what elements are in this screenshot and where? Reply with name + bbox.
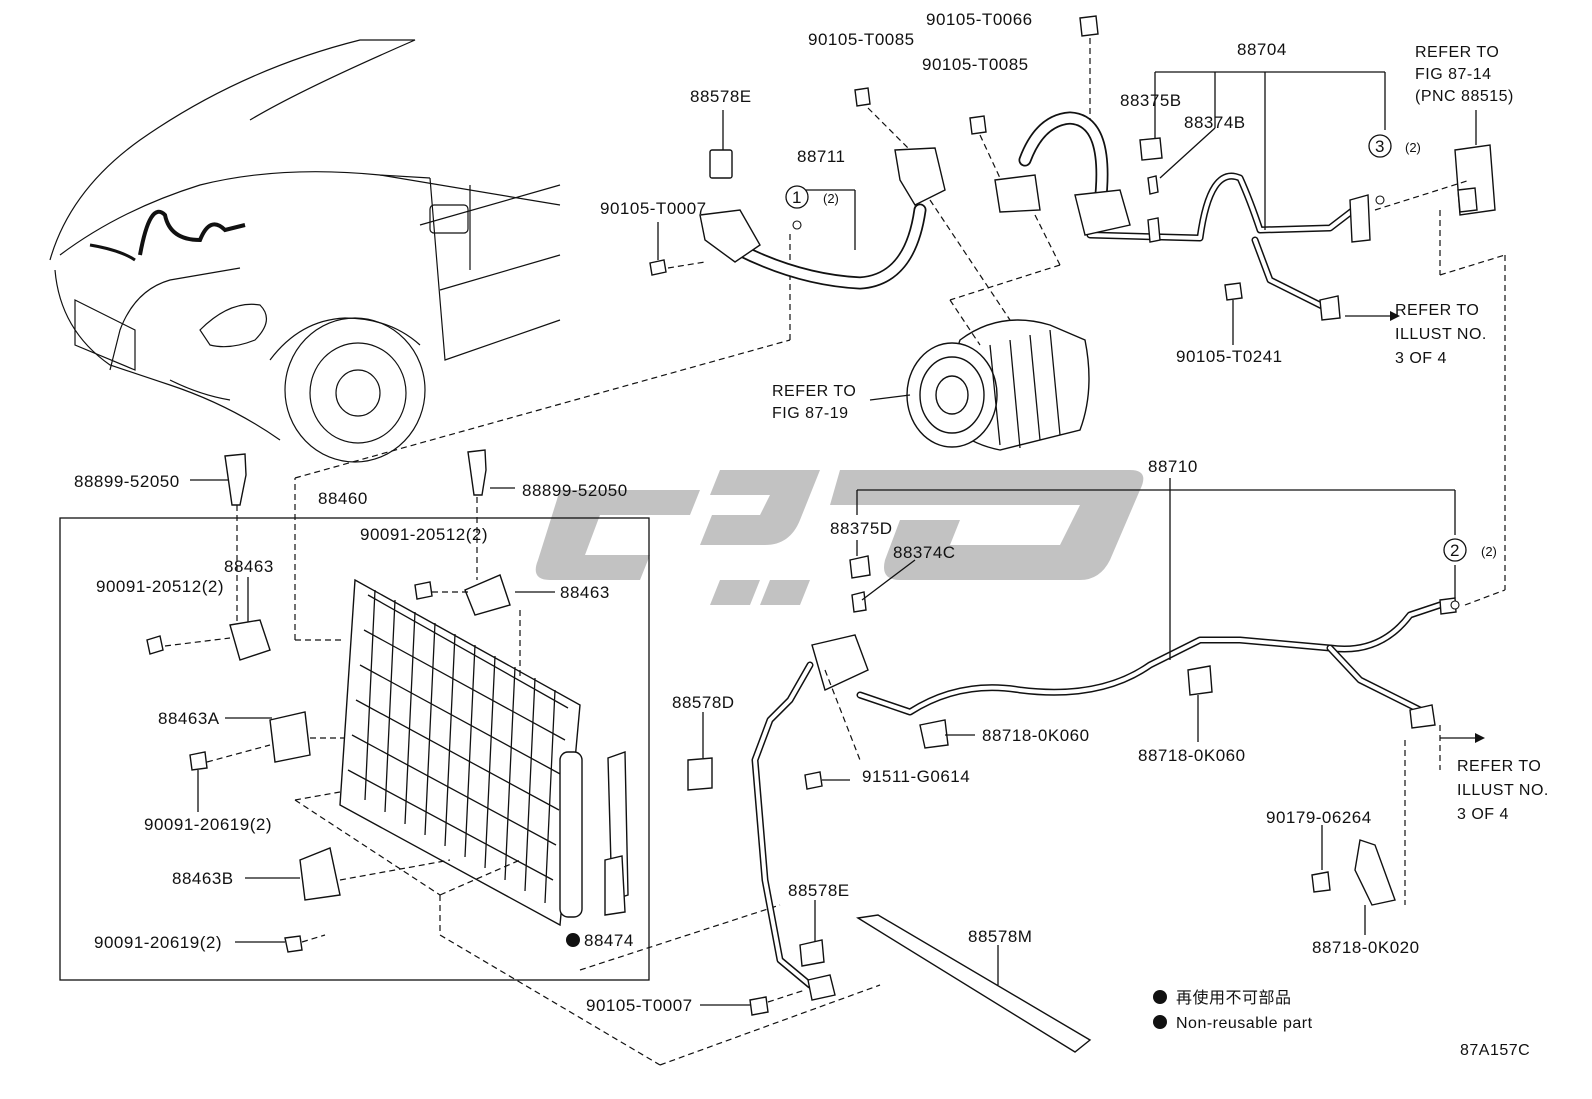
label-90105-T0085-a: 90105-T0085: [808, 30, 915, 49]
leader-lines-bottom: [700, 478, 1485, 1006]
label-88578D: 88578D: [672, 693, 735, 712]
reference-fig-87-19: REFER TO FIG 87-19: [772, 383, 856, 422]
label-88578E-top: 88578E: [690, 87, 752, 106]
label-90105-T0085-b: 90105-T0085: [922, 55, 1029, 74]
part-labels: 90105-T0066 90105-T0085 90105-T0085 8870…: [74, 10, 1420, 1015]
label-90105-T0007-bottom: 90105-T0007: [586, 996, 693, 1015]
svg-text:(2): (2): [823, 191, 839, 206]
label-88463B: 88463B: [172, 869, 234, 888]
svg-text:(2): (2): [1405, 140, 1421, 155]
ac-compressor: [906, 319, 1090, 451]
label-88375B: 88375B: [1120, 91, 1182, 110]
label-88718-0K060-b: 88718-0K060: [1138, 746, 1246, 765]
svg-text:2: 2: [1450, 541, 1460, 560]
liquid-line-88710: [687, 555, 1457, 1053]
label-90105-T0241: 90105-T0241: [1176, 347, 1283, 366]
svg-text:REFER TO: REFER TO: [772, 383, 856, 400]
callout-circle-2: 2 (2): [1443, 538, 1497, 610]
callout-circle-3: 3 (2): [1368, 134, 1421, 205]
leader-lines-top: [657, 38, 1506, 606]
label-88899-52050-a: 88899-52050: [74, 472, 180, 491]
svg-text:FIG 87-14: FIG 87-14: [1415, 66, 1492, 83]
svg-text:ILLUST NO.: ILLUST NO.: [1457, 782, 1549, 799]
label-88710: 88710: [1148, 457, 1198, 476]
label-90091-20512-a: 90091-20512(2): [96, 577, 224, 596]
label-90179-06264: 90179-06264: [1266, 808, 1372, 827]
svg-text:(PNC 88515): (PNC 88515): [1415, 88, 1514, 105]
svg-text:ILLUST NO.: ILLUST NO.: [1395, 326, 1487, 343]
svg-text:1: 1: [792, 188, 802, 207]
watermark-logo: [535, 470, 1144, 605]
svg-text:再使用不可部品: 再使用不可部品: [1176, 989, 1292, 1007]
label-88375D: 88375D: [830, 519, 893, 538]
svg-text:3 OF 4: 3 OF 4: [1395, 350, 1447, 367]
svg-text:REFER TO: REFER TO: [1395, 302, 1479, 319]
legend-dot-en: [1153, 1015, 1167, 1029]
label-88474: 88474: [584, 931, 634, 950]
label-88463-a: 88463: [224, 557, 274, 576]
svg-text:3 OF 4: 3 OF 4: [1457, 806, 1509, 823]
legend: 再使用不可部品 Non-reusable part: [1176, 989, 1313, 1032]
suction-hose-88704: [969, 15, 1496, 321]
label-90105-T0066: 90105-T0066: [926, 10, 1033, 29]
label-88578M: 88578M: [968, 927, 1032, 946]
non-reusable-marker-88474: [566, 933, 580, 947]
label-91511-G0614: 91511-G0614: [862, 767, 970, 786]
label-90091-20619-b: 90091-20619(2): [94, 933, 222, 952]
legend-dot-zh: [1153, 990, 1167, 1004]
label-88718-0K060-a: 88718-0K060: [982, 726, 1090, 745]
svg-text:REFER TO: REFER TO: [1415, 44, 1499, 61]
label-88460: 88460: [318, 489, 368, 508]
reference-illust-3-of-4-bottom: REFER TO ILLUST NO. 3 OF 4: [1457, 758, 1549, 823]
reference-fig-87-14: REFER TO FIG 87-14 (PNC 88515): [1415, 44, 1514, 105]
fasteners-condenser: [146, 449, 626, 953]
vehicle-illustration: [49, 39, 561, 463]
discharge-hose-88711: [649, 87, 946, 290]
label-88374C: 88374C: [893, 543, 956, 562]
reference-illust-3-of-4-top: REFER TO ILLUST NO. 3 OF 4: [1395, 302, 1487, 367]
label-88711: 88711: [797, 147, 846, 166]
leader-lines-left: [164, 230, 881, 1066]
condenser-group-frame: [59, 517, 650, 981]
svg-text:FIG 87-19: FIG 87-19: [772, 405, 849, 422]
svg-text:Non-reusable part: Non-reusable part: [1176, 1015, 1313, 1032]
label-88463-b: 88463: [560, 583, 610, 602]
label-88899-52050-b: 88899-52050: [522, 481, 628, 500]
callout-circle-1: 1 (2): [785, 185, 839, 230]
label-88704: 88704: [1237, 40, 1287, 59]
svg-text:3: 3: [1375, 137, 1385, 156]
label-90105-T0007-top: 90105-T0007: [600, 199, 707, 218]
label-88463A: 88463A: [158, 709, 220, 728]
label-88374B: 88374B: [1184, 113, 1246, 132]
svg-text:REFER TO: REFER TO: [1457, 758, 1541, 775]
label-90091-20512-b: 90091-20512(2): [360, 525, 488, 544]
figure-code: 87A157C: [1460, 1042, 1530, 1059]
label-90091-20619-a: 90091-20619(2): [144, 815, 272, 834]
svg-text:(2): (2): [1481, 544, 1497, 559]
label-88718-0K020: 88718-0K020: [1312, 938, 1420, 957]
label-88578E-bottom: 88578E: [788, 881, 850, 900]
condenser-assembly: [339, 578, 629, 927]
